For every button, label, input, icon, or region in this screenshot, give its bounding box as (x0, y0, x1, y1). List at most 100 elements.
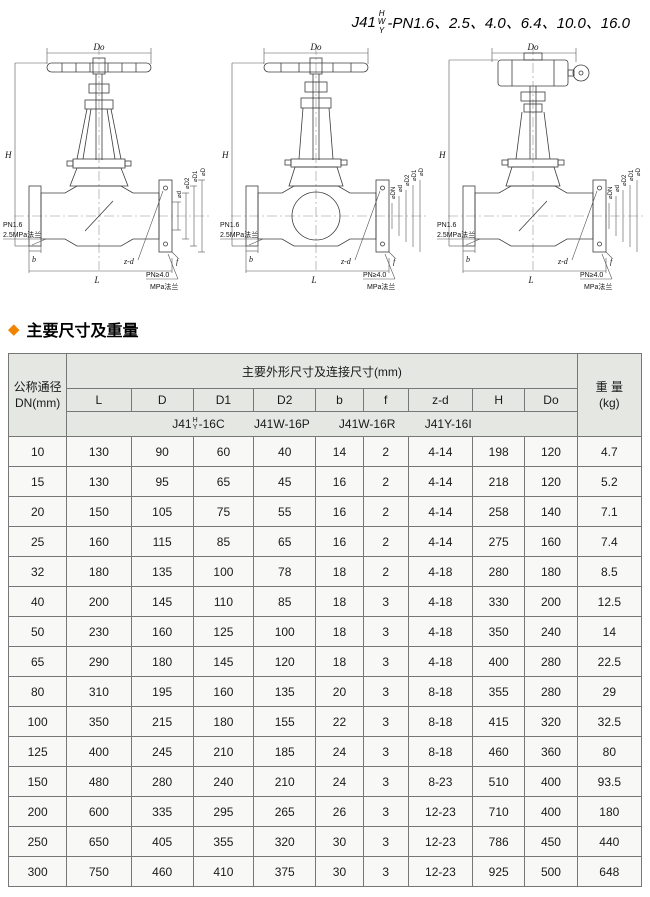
dimension-cell: 155 (253, 706, 317, 738)
dimension-cell: 330 (472, 586, 526, 618)
dia-d1-label: ⌀D1 (629, 169, 635, 181)
flange-high-label2: MPa法兰 (150, 282, 178, 291)
dimension-cell: 130 (66, 436, 132, 468)
dimension-cell: 250 (7, 826, 68, 858)
dim-b-label: b (32, 255, 36, 264)
dimension-cell: 500 (524, 856, 578, 888)
col-header-weight: 重 量 (kg) (576, 353, 643, 438)
dim-f-label: f (393, 257, 397, 266)
dimension-cell: 4-14 (407, 496, 474, 528)
dimension-cell: 2 (362, 526, 409, 558)
dimension-cell: 30 (315, 826, 364, 858)
dia-D-label: ⌀D (419, 168, 425, 177)
dimension-cell: 710 (472, 796, 526, 828)
flange-high-label: PN≥4.0 (363, 272, 386, 279)
dimension-cell: 16 (315, 496, 364, 528)
dimension-cell: 8-18 (407, 676, 474, 708)
dimension-cell: 460 (472, 736, 526, 768)
dimension-cell: 335 (130, 796, 194, 828)
dimension-cell: 85 (253, 586, 317, 618)
dim-do-label: Do (93, 42, 105, 52)
dimension-cell: 3 (362, 856, 409, 888)
flange-low-label: PN1.6 (3, 222, 23, 229)
dimension-cell: 145 (130, 586, 194, 618)
col-header-main: 主要外形尺寸及连接尺寸(mm) (66, 353, 578, 390)
dimension-cell: 85 (192, 526, 255, 558)
dimension-cell: 786 (472, 826, 526, 858)
dimension-cell: 32 (7, 556, 68, 588)
col-header-D1: D1 (192, 388, 255, 413)
dimension-cell: 18 (315, 556, 364, 588)
dimension-cell: 65 (253, 526, 317, 558)
flange-high-label2: MPa法兰 (584, 282, 612, 291)
dimension-cell: 210 (192, 736, 255, 768)
dimension-cell: 150 (66, 496, 132, 528)
valve-drawing-1: Do (3, 42, 210, 291)
dim-l-label: L (527, 275, 533, 285)
dim-zd-label: z-d (340, 257, 352, 266)
flange-high-label: PN≥4.0 (580, 272, 603, 279)
dimension-cell: 32.5 (576, 706, 643, 738)
dimension-cell: 750 (66, 856, 132, 888)
dimension-cell: 3 (362, 736, 409, 768)
dimension-cell: 195 (130, 676, 194, 708)
dimension-cell: 78 (253, 556, 317, 588)
dim-f-label: f (176, 257, 180, 266)
model-1-variants: H Y (192, 417, 198, 432)
dimension-cell: 135 (130, 556, 194, 588)
dimension-cell: 410 (192, 856, 255, 888)
dimension-cell: 90 (130, 436, 194, 468)
dim-zd-label: z-d (123, 257, 135, 266)
dimension-cell: 460 (130, 856, 194, 888)
dimension-cell: 925 (472, 856, 526, 888)
dimension-cell: 4-14 (407, 466, 474, 498)
dimension-cell: 12-23 (407, 826, 474, 858)
dim-l-label: L (310, 275, 316, 285)
dimension-cell: 60 (192, 436, 255, 468)
dimension-cell: 160 (524, 526, 578, 558)
dim-do-label: Do (527, 42, 539, 52)
dimension-cell: 10 (7, 436, 68, 468)
dimension-cell: 12-23 (407, 796, 474, 828)
dimension-cell: 180 (192, 706, 255, 738)
dimension-cell: 310 (66, 676, 132, 708)
dimension-cell: 150 (7, 766, 68, 798)
model-1: J41 H Y -16C (172, 417, 225, 432)
dimension-cell: 100 (7, 706, 68, 738)
dimension-cell: 350 (472, 616, 526, 648)
dimension-cell: 230 (66, 616, 132, 648)
dimension-cell: 125 (192, 616, 255, 648)
dim-f-label: f (610, 257, 614, 266)
dimension-cell: 3 (362, 826, 409, 858)
dimension-cell: 300 (7, 856, 68, 888)
model-3: J41W-16R (338, 417, 396, 432)
dimension-cell: 400 (472, 646, 526, 678)
dimension-cell: 93.5 (576, 766, 643, 798)
dimension-cell: 440 (576, 826, 643, 858)
dimension-cell: 14 (576, 616, 643, 648)
dim-h-label: H (438, 150, 446, 160)
dimension-cell: 160 (66, 526, 132, 558)
dimension-cell: 275 (472, 526, 526, 558)
flange-low-label2: 2.5MPa法兰 (220, 230, 258, 239)
dimension-cell: 45 (253, 466, 317, 498)
dim-l-label: L (93, 275, 99, 285)
dimension-cell: 20 (315, 676, 364, 708)
dimension-cell: 400 (524, 766, 578, 798)
dimension-cell: 375 (253, 856, 317, 888)
dimension-cell: 360 (524, 736, 578, 768)
dimension-cell: 400 (524, 796, 578, 828)
dimension-cell: 7.4 (576, 526, 643, 558)
dimension-cell: 26 (315, 796, 364, 828)
title-pn-range: -PN1.6、2.5、4.0、6.4、10.0、16.0 (387, 15, 630, 33)
dimension-cell: 4-18 (407, 646, 474, 678)
dimension-cell: 2 (362, 436, 409, 468)
section-heading: ◆ 主要尺寸及重量 (8, 317, 650, 341)
